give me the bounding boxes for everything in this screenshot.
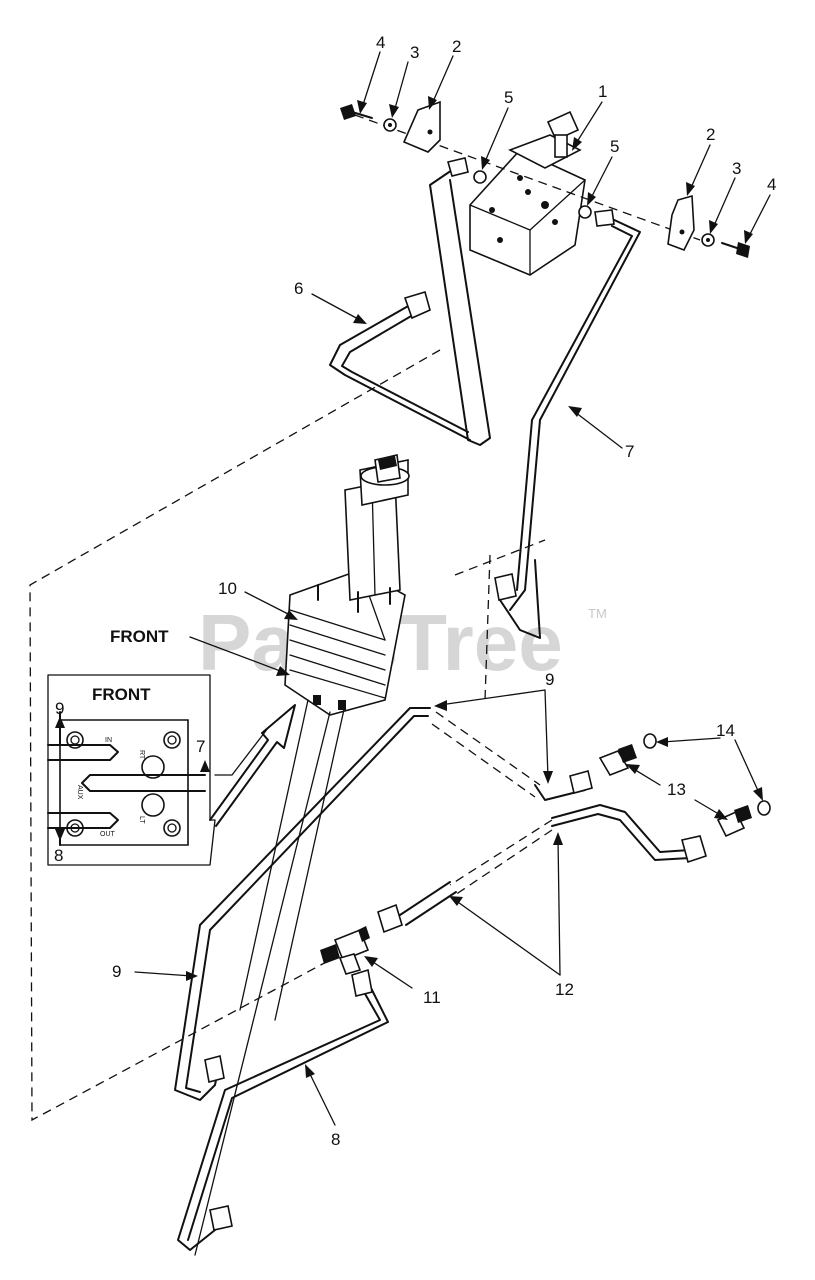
exploded-view-outline [29,349,546,1122]
hydraulic-tube-part-8[interactable] [177,968,389,1251]
o-ring-lower-part-14[interactable] [757,800,771,816]
callout-8-inset: 8 [54,846,63,865]
bolt-left-part-4[interactable] [340,104,373,120]
hydraulic-tube-part-6[interactable] [329,157,491,446]
port-lt-label: LT [138,816,145,824]
callout-11: 11 [423,988,441,1007]
projection-lines [194,699,346,1256]
o-ring-upper-part-14[interactable] [643,733,657,749]
callout-5-left: 5 [504,88,513,107]
hydraulic-tube-part-9[interactable] [174,707,593,1101]
port-out-label: OUT [100,831,116,838]
bracket-left-part-2[interactable] [402,100,441,153]
callout-3-left: 3 [410,43,419,62]
callout-2-right: 2 [706,125,715,144]
control-valve-part-1[interactable] [469,110,586,276]
fitting-upper-part-13[interactable] [598,744,637,776]
callout-6: 6 [294,279,303,298]
callout-1: 1 [598,82,607,101]
port-aux-label: AUX [76,785,83,800]
callout-8-lower: 8 [331,1130,340,1149]
callout-5-right: 5 [610,137,619,156]
steering-valve-part-10[interactable] [284,454,410,716]
callout-13: 13 [667,780,686,799]
callout-7-main: 7 [625,442,634,461]
callout-4-left: 4 [376,33,385,52]
o-ring-right-part-5[interactable] [578,205,592,219]
watermark-trademark: TM [588,606,607,621]
o-ring-left-part-5[interactable] [473,170,487,184]
callout-12: 12 [555,980,574,999]
port-rt-label: RT [138,750,145,760]
bracket-right-part-2[interactable] [667,194,695,252]
inset-title: FRONT [92,685,151,704]
callout-2-left: 2 [452,37,461,56]
callout-9-inset: 9 [55,699,64,718]
callout-3-right: 3 [732,159,741,178]
callout-14: 14 [716,721,735,740]
inset-pointer-arrow [209,704,296,827]
callout-10: 10 [218,579,237,598]
callout-leaders [55,51,771,1126]
front-label: FRONT [110,627,169,646]
callout-9-top: 9 [545,670,554,689]
washer-left-part-3[interactable] [383,118,397,132]
hydraulic-tube-part-7[interactable] [494,209,641,639]
front-leader-arrow [189,636,290,676]
callout-9-lower: 9 [112,962,121,981]
callout-7-inset: 7 [196,737,205,756]
callout-4-right: 4 [767,175,776,194]
washer-right-part-3[interactable] [701,233,715,247]
port-layout-inset [47,674,216,866]
port-in-label: IN [105,737,112,744]
hydraulic-tube-part-12[interactable] [377,804,707,934]
bolt-right-part-4[interactable] [721,242,750,258]
tee-fitting-part-11[interactable] [320,926,370,975]
fitting-lower-part-13[interactable] [716,805,752,838]
